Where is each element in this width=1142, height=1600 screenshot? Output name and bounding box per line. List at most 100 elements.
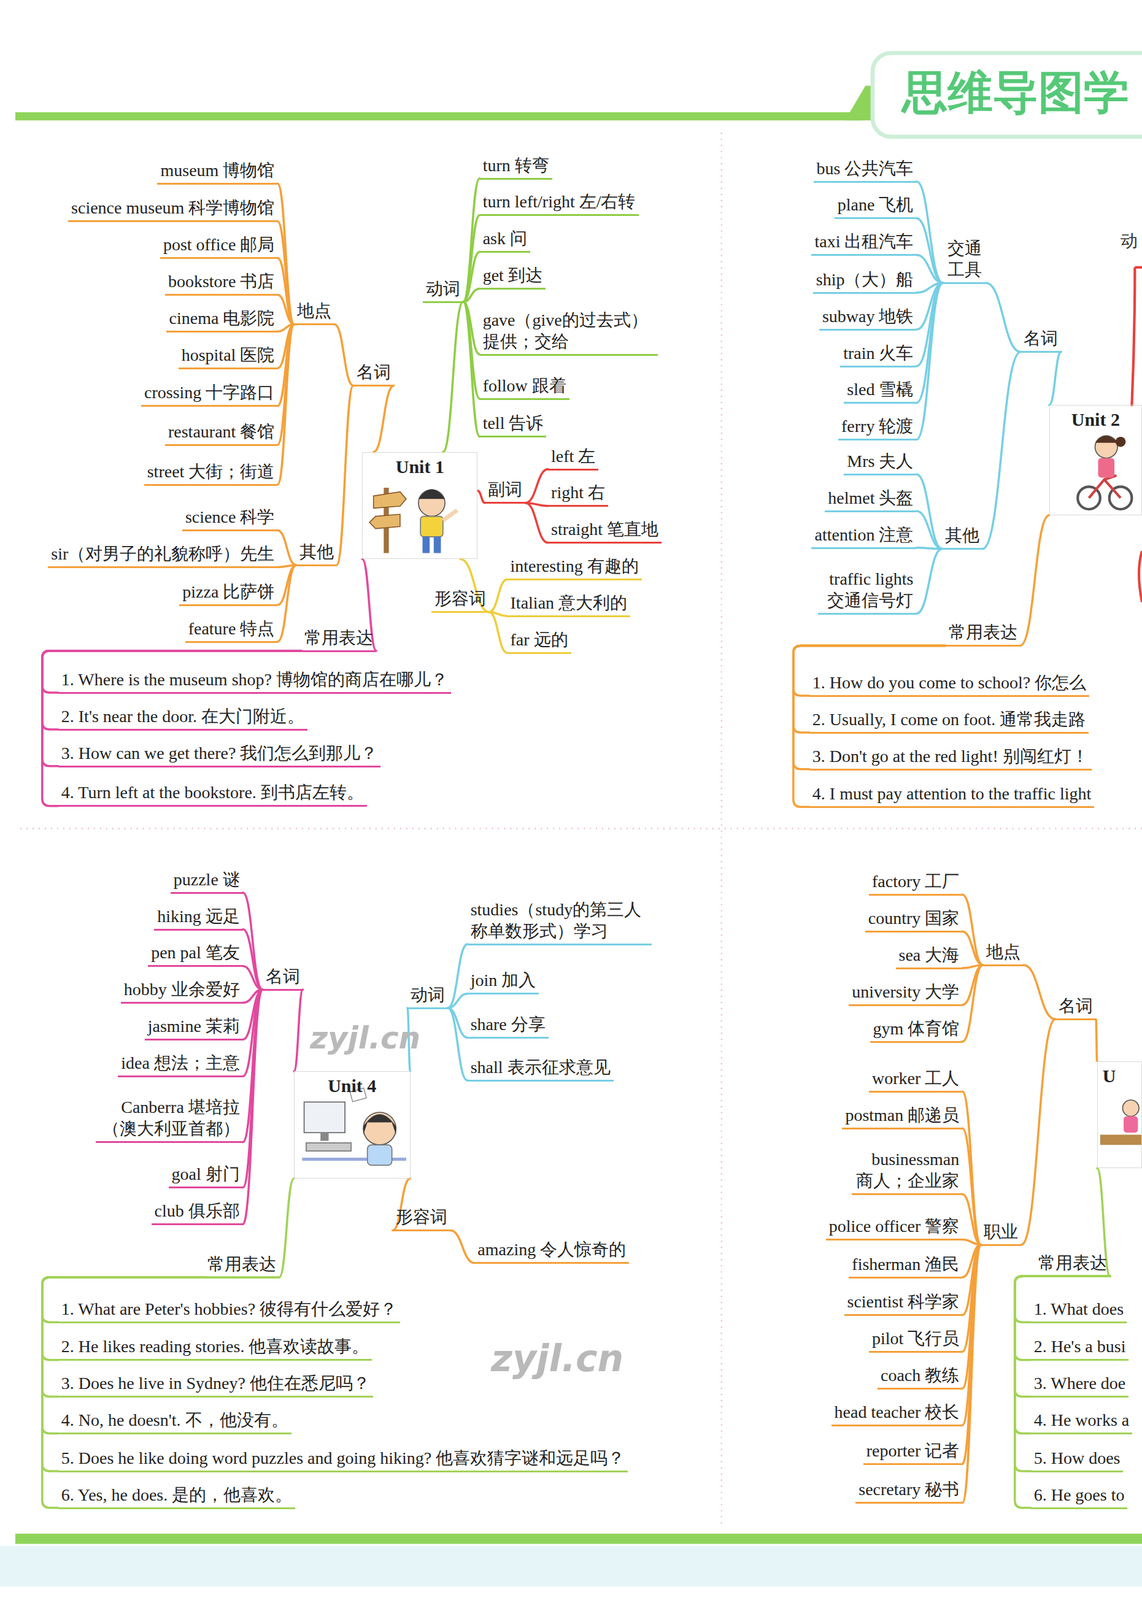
word-item: join 加入	[467, 968, 540, 995]
branch-line	[962, 931, 984, 966]
item-text: fisherman 渔民	[851, 1254, 960, 1274]
branch-line	[962, 894, 984, 966]
category-label: 形容词	[392, 1205, 451, 1232]
category-label: 动词	[422, 276, 464, 304]
expression-item: 2. It's near the door. 在大门附近。	[58, 704, 308, 731]
word-item: interesting 有趣的	[507, 554, 642, 581]
item-text: gym 体育馆	[873, 1019, 960, 1039]
item-text: 1. Where is the museum shop? 博物馆的商店在哪儿？	[61, 670, 448, 690]
item-text: pilot 飞行员	[871, 1329, 960, 1349]
category-label: 名词	[262, 964, 304, 992]
word-item: pilot 飞行员	[868, 1326, 963, 1354]
category-label: 常用表达	[204, 1252, 280, 1279]
unit1-picture	[369, 487, 458, 553]
item-text: 1. How do you come to school? 你怎么	[812, 673, 1087, 693]
word-item: reporter 记者	[863, 1439, 963, 1466]
item-text: university 大学	[851, 982, 960, 1002]
expression-item: 4. No, he doesn't. 不，他没有。	[58, 1408, 292, 1435]
word-item: get 到达	[479, 263, 546, 290]
branch-line	[1023, 965, 1056, 1020]
category-label: 动词	[407, 983, 448, 1010]
branch-line	[962, 1194, 981, 1245]
footer-band	[0, 1546, 1142, 1588]
branch-line	[962, 1245, 981, 1504]
item-text: traffic lights 交通信号灯	[827, 569, 914, 610]
word-item: country 国家	[865, 906, 963, 933]
item-text: 6. He goes to	[1033, 1485, 1125, 1505]
branch-line	[489, 612, 508, 654]
category-label: 常用表达	[1035, 1251, 1111, 1278]
branch-line	[1049, 352, 1062, 406]
item-text: 地点	[986, 942, 1021, 962]
expression-item: 5. How does	[1030, 1446, 1124, 1473]
word-item: taxi 出租汽车	[811, 229, 917, 256]
item-text: 5. How does	[1033, 1448, 1121, 1468]
item-text: factory 工厂	[871, 871, 960, 892]
item-text: crossing 十字路口	[144, 382, 275, 402]
word-item: jasmine 茉莉	[144, 1014, 244, 1041]
category-label: 交通 工具	[943, 236, 987, 285]
branch-line	[277, 530, 296, 566]
item-text: restaurant 餐馆	[168, 422, 275, 442]
word-item: worker 工人	[868, 1066, 963, 1093]
divider	[721, 132, 723, 1526]
branch-line	[447, 944, 468, 1009]
item-text: amazing 令人惊奇的	[477, 1240, 626, 1260]
branch-line	[916, 181, 943, 284]
item-text: train 火车	[843, 343, 914, 363]
item-text: street 大街；街道	[147, 462, 275, 482]
item-text: hiking 远足	[157, 906, 240, 926]
word-item: businessman 商人；企业家	[851, 1147, 963, 1196]
cut-branch	[1134, 266, 1142, 269]
item-text: 6. Yes, he does. 是的，他喜欢。	[61, 1485, 293, 1505]
word-item: share 分享	[467, 1012, 549, 1039]
word-item: helmet 头盔	[824, 486, 917, 513]
item-text: pen pal 笔友	[150, 943, 240, 963]
footer-bar	[15, 1534, 1142, 1545]
word-item: follow 跟着	[479, 373, 570, 401]
item-text: turn 转弯	[482, 155, 550, 175]
word-item: idea 想法；主意	[117, 1051, 244, 1078]
branch-line	[916, 549, 942, 615]
item-text: left 左	[551, 446, 596, 466]
word-item: university 大学	[848, 979, 963, 1007]
word-item: goal 射门	[168, 1162, 244, 1189]
category-label: 名词	[353, 360, 394, 387]
word-item: far 远的	[507, 627, 572, 655]
category-label: 地点	[983, 940, 1024, 967]
branch-line	[277, 294, 294, 325]
item-text: join 加入	[470, 970, 537, 990]
word-item: straight 笔直地	[547, 517, 662, 544]
branch-line	[243, 989, 263, 1225]
branch-line	[463, 288, 480, 302]
word-item: pen pal 笔友	[147, 940, 244, 968]
category-label: 职业	[980, 1219, 1022, 1247]
item-text: attention 注意	[814, 525, 914, 545]
expression-item: 3. Don't go at the red light! 别闯红灯！	[809, 744, 1092, 771]
item-text: ship（大）船	[816, 270, 914, 290]
expression-item: 1. What are Peter's hobbies? 彼得有什么爱好？	[58, 1297, 401, 1324]
unit4-picture	[301, 1088, 407, 1166]
branch-line	[336, 385, 354, 566]
branch-line	[525, 469, 548, 504]
item-text: club 俱乐部	[154, 1201, 240, 1221]
branch-line	[525, 503, 548, 544]
word-item: puzzle 谜	[170, 867, 244, 895]
item-text: tell 告诉	[482, 413, 544, 433]
category-label: 常用表达	[301, 625, 377, 653]
word-item: post office 邮局	[160, 232, 278, 259]
item-text: 形容词	[395, 1207, 448, 1227]
item-text: straight 笔直地	[551, 519, 659, 539]
word-item: studies（study的第三人称单数形式）学习	[467, 897, 652, 946]
item-text: 动词	[410, 985, 445, 1005]
item-text: sea 大海	[898, 945, 960, 965]
item-text: bookstore 书店	[168, 271, 275, 291]
category-label: 副词	[484, 477, 526, 504]
unit-box: Unit 4	[293, 1071, 411, 1179]
item-text: 1. What does	[1033, 1299, 1124, 1319]
label-text: 动	[1120, 230, 1138, 252]
item-text: 4. I must pay attention to the traffic l…	[812, 784, 1092, 804]
branch-line	[1095, 1019, 1098, 1061]
branch-line	[916, 255, 943, 284]
word-item: traffic lights 交通信号灯	[817, 567, 917, 615]
